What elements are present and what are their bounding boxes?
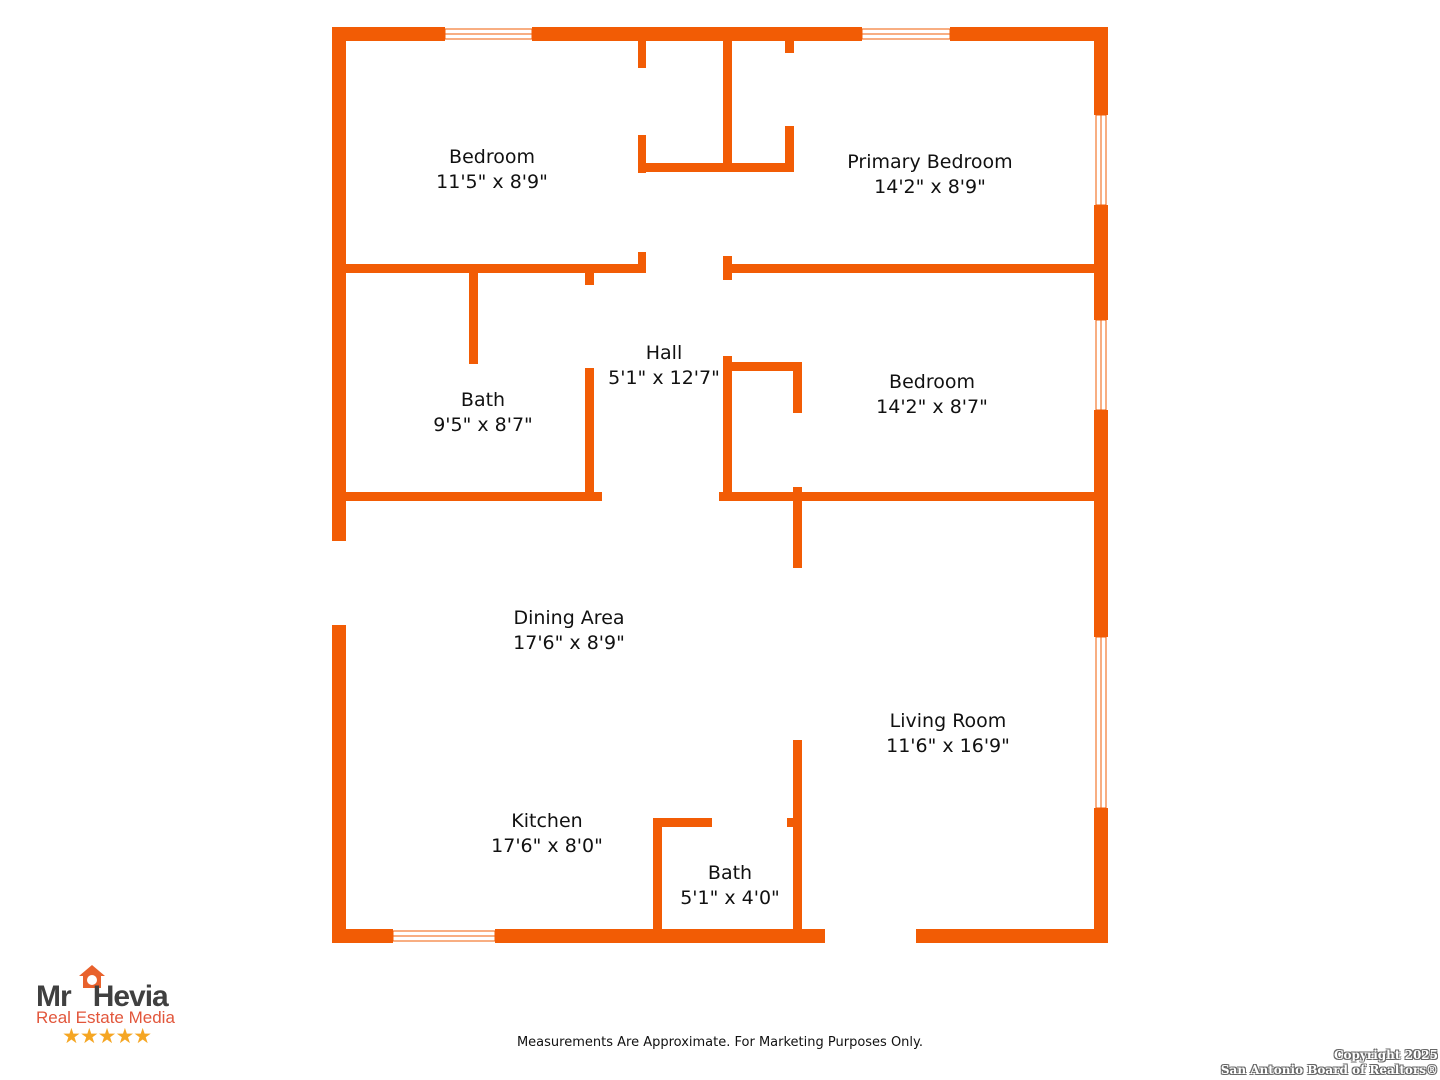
room-name: Bath (461, 389, 505, 411)
room-labels: Bedroom 11'5" x 8'9" Primary Bedroom 14'… (433, 146, 1013, 909)
room-name: Primary Bedroom (847, 151, 1012, 173)
room-name: Living Room (890, 710, 1007, 732)
room-dims: 14'2" x 8'7" (876, 396, 988, 418)
room-name: Bedroom (449, 146, 535, 168)
logo-main-text: Mr Hevia (36, 980, 169, 1013)
room-name: Hall (646, 342, 683, 364)
room-dims: 14'2" x 8'9" (874, 176, 986, 198)
copyright: Copyright 2025 San Antonio Board of Real… (1221, 1048, 1438, 1078)
room-name: Dining Area (513, 607, 624, 629)
room-name: Bedroom (889, 371, 975, 393)
room-dims: 11'5" x 8'9" (436, 171, 548, 193)
company-logo: Mr Hevia Real Estate Media ★★★★★ (36, 964, 196, 1049)
room-dims: 5'1" x 4'0" (680, 887, 780, 909)
windows (392, 28, 1107, 942)
disclaimer: Measurements Are Approximate. For Market… (516, 1035, 924, 1050)
room-dims: 9'5" x 8'7" (433, 414, 533, 436)
room-name: Bath (708, 862, 752, 884)
room-dims: 17'6" x 8'0" (491, 835, 603, 857)
house-camera-icon (79, 965, 105, 988)
rating-stars: ★★★★★ (62, 1024, 152, 1048)
copyright-line: San Antonio Board of Realtors® (1220, 1063, 1438, 1077)
room-dims: 11'6" x 16'9" (886, 735, 1010, 757)
logo-subtitle: Real Estate Media (36, 1008, 175, 1027)
room-dims: 17'6" x 8'9" (513, 632, 625, 654)
copyright-line: Copyright 2025 (1333, 1048, 1438, 1062)
walls (332, 27, 1108, 943)
room-name: Kitchen (511, 810, 582, 832)
room-dims: 5'1" x 12'7" (608, 367, 720, 389)
